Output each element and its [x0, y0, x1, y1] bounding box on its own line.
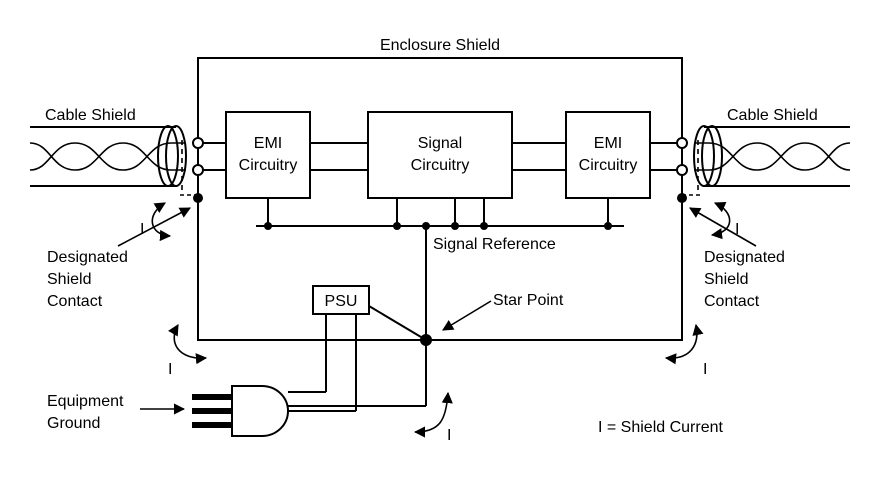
connector-terminals: [192, 137, 688, 176]
signal-reference-bus: [256, 198, 624, 406]
designated-left-2: Shield: [47, 271, 91, 288]
emi-circuitry-left: EMI Circuitry: [225, 111, 311, 199]
shield-current-arrows: [151, 202, 731, 438]
svg-text:EMI: EMI: [254, 135, 282, 152]
shield-current-marker: I: [447, 427, 451, 444]
shield-current-marker: I: [703, 361, 707, 378]
designated-right-1: Designated: [704, 249, 785, 266]
svg-text:Circuitry: Circuitry: [239, 157, 298, 174]
svg-text:Circuitry: Circuitry: [411, 157, 470, 174]
power-plug: [192, 385, 426, 437]
designated-left-3: Contact: [47, 293, 103, 310]
shield-current-marker: I: [168, 361, 172, 378]
designated-right-2: Shield: [704, 271, 748, 288]
shield-contact-right: [677, 193, 687, 203]
cable-shield-left-label: Cable Shield: [45, 107, 136, 124]
svg-text:EMI: EMI: [594, 135, 622, 152]
svg-text:PSU: PSU: [325, 293, 358, 310]
psu: PSU: [312, 285, 427, 411]
equipment-ground-label-1: Equipment: [47, 393, 124, 410]
cable-right: [693, 125, 851, 187]
svg-text:Circuitry: Circuitry: [579, 157, 638, 174]
svg-text:Signal: Signal: [418, 135, 462, 152]
shield-current-marker: I: [735, 221, 739, 238]
designated-right-3: Contact: [704, 293, 760, 310]
signal-reference-label: Signal Reference: [433, 236, 556, 253]
emi-circuitry-right: EMI Circuitry: [565, 111, 651, 199]
equipment-ground-label-2: Ground: [47, 415, 100, 432]
enclosure-shield-label: Enclosure Shield: [380, 37, 500, 54]
cable-left: [29, 125, 187, 187]
star-point-label: Star Point: [493, 292, 564, 309]
signal-circuitry: Signal Circuitry: [367, 111, 513, 199]
designated-left-1: Designated: [47, 249, 128, 266]
legend: I = Shield Current: [598, 419, 724, 436]
cable-shield-right-label: Cable Shield: [727, 107, 818, 124]
star-point: [420, 334, 432, 346]
shield-contact-left: [193, 193, 203, 203]
shield-current-marker: I: [140, 221, 144, 238]
